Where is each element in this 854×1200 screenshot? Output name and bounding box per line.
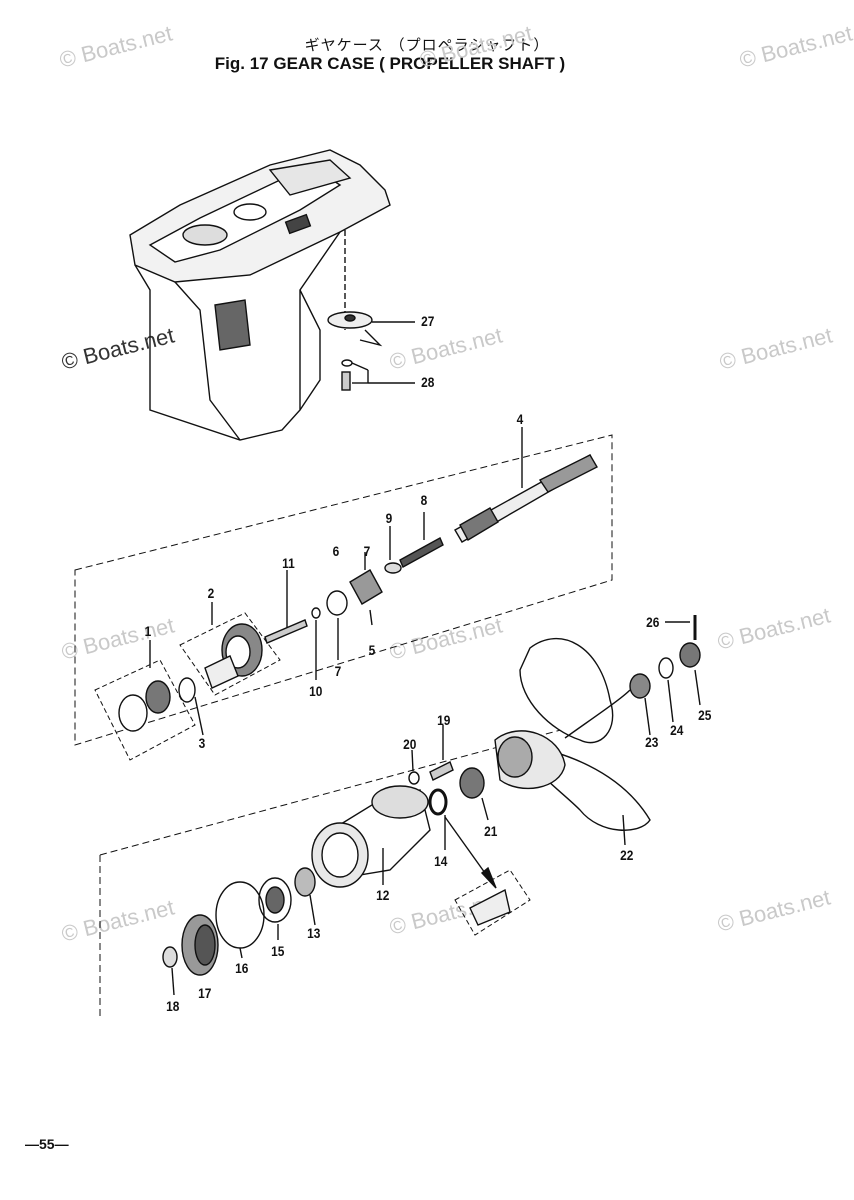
callout-10: 10 xyxy=(309,683,323,699)
page-number: —55— xyxy=(25,1136,69,1152)
callout-3: 3 xyxy=(198,735,206,751)
part-10-washer xyxy=(311,607,321,680)
callout-13: 13 xyxy=(307,925,321,941)
part-14-oil-seal xyxy=(428,788,448,850)
part-11-push-rod xyxy=(264,570,308,644)
callout-23: 23 xyxy=(645,734,659,750)
part-26-cotter-pin xyxy=(665,615,697,640)
callout-15: 15 xyxy=(271,943,285,959)
callout-9: 9 xyxy=(385,510,393,526)
callout-14: 14 xyxy=(434,853,448,869)
callout-26: 26 xyxy=(646,614,660,630)
part-18-washer xyxy=(162,946,178,996)
callout-18: 18 xyxy=(166,998,180,1014)
callout-28: 28 xyxy=(421,374,435,390)
part-17-reverse-gear xyxy=(181,914,219,976)
part-2-bearing-carrier xyxy=(204,602,263,689)
part-7-ring xyxy=(326,590,348,660)
callout-11: 11 xyxy=(282,555,295,571)
callout-12: 12 xyxy=(376,887,390,903)
part-20-washer xyxy=(408,749,420,785)
callout-22: 22 xyxy=(620,847,634,863)
part-12-housing xyxy=(311,785,431,888)
callout-16: 16 xyxy=(235,960,249,976)
title-japanese: ギヤケース （プロペラシャフト） xyxy=(304,36,550,54)
part-1-bearing xyxy=(118,640,171,732)
part-5-dog-clutch xyxy=(349,552,383,626)
figure-title: Fig. 17 GEAR CASE ( PROPELLER SHAFT ) xyxy=(214,54,566,73)
part-24-washer xyxy=(658,657,674,723)
callout-27: 27 xyxy=(421,313,435,329)
part-13-bearing xyxy=(294,867,316,926)
part-8-spring xyxy=(399,512,444,568)
callout-24: 24 xyxy=(670,722,684,738)
callout-2: 2 xyxy=(207,585,215,601)
part-19-bolt xyxy=(429,725,454,781)
part-15-bearing xyxy=(258,877,292,940)
part-9-pin xyxy=(384,526,402,574)
callout-7a: 7 xyxy=(363,543,371,559)
part-23-spacer xyxy=(629,673,651,736)
part-22-propeller xyxy=(494,637,651,846)
part-21-thrust-holder xyxy=(459,767,489,821)
part-28-bolt xyxy=(341,359,415,391)
part-4-propeller-shaft xyxy=(454,427,598,543)
callout-21: 21 xyxy=(484,823,498,839)
callout-4: 4 xyxy=(516,411,524,427)
part-27-anode xyxy=(327,311,415,347)
part-16-o-ring xyxy=(215,881,265,959)
callout-8: 8 xyxy=(420,492,428,508)
callout-5: 5 xyxy=(368,642,376,658)
gear-case-housing xyxy=(129,149,391,441)
callout-20: 20 xyxy=(403,736,417,752)
part-25-nut xyxy=(679,642,701,706)
callout-1: 1 xyxy=(144,623,152,639)
callout-17: 17 xyxy=(198,985,212,1001)
callout-25: 25 xyxy=(698,707,712,723)
callout-6: 6 xyxy=(332,543,340,559)
part-3-o-ring xyxy=(178,677,204,736)
callout-7b: 7 xyxy=(334,663,342,679)
callout-19: 19 xyxy=(437,712,451,728)
